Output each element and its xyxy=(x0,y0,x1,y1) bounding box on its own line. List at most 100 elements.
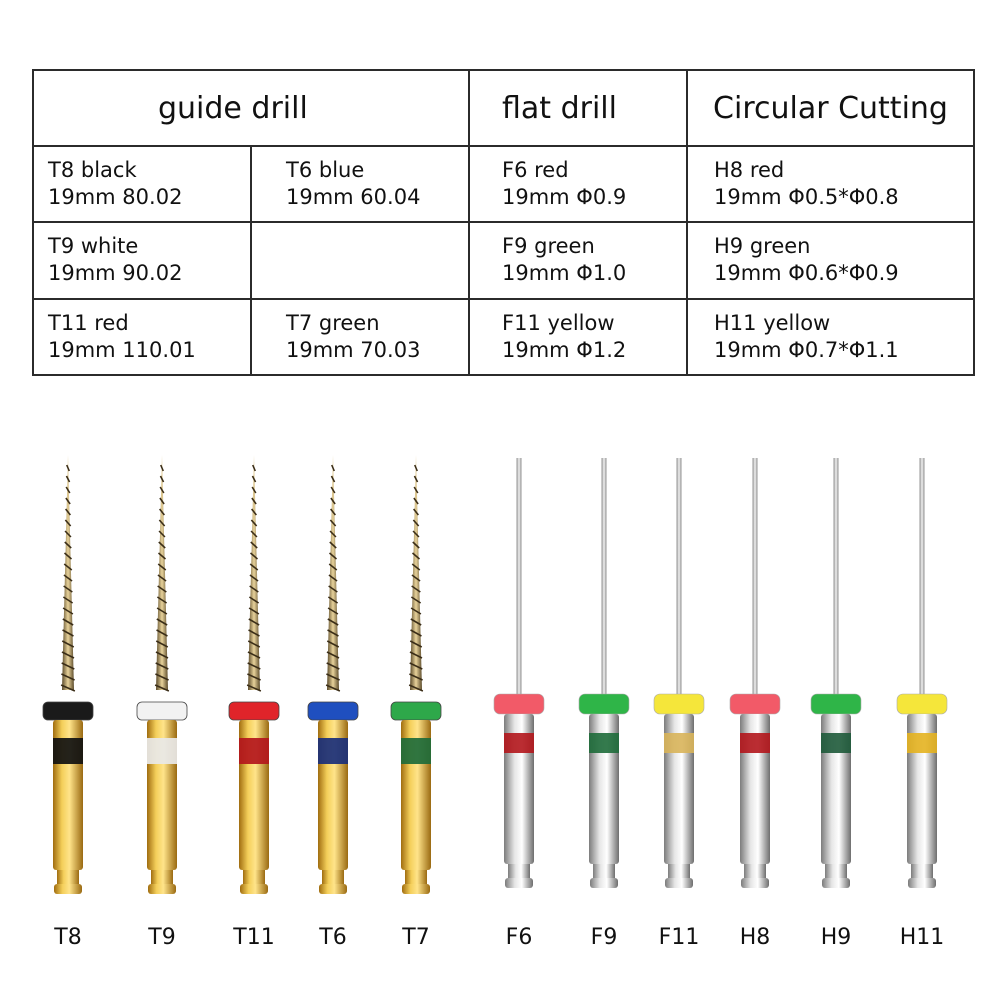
flute-line xyxy=(158,530,166,538)
flute-line xyxy=(414,464,418,472)
cell-name: T6 blue xyxy=(286,158,365,183)
drill-h11: H11 xyxy=(896,458,948,950)
color-ring xyxy=(42,701,94,721)
shank-notch xyxy=(57,870,79,884)
drill-label: F9 xyxy=(591,925,618,950)
shank-notch xyxy=(405,870,427,884)
flute-line xyxy=(64,519,72,527)
flute-line xyxy=(66,464,70,472)
cell-spec: 19mm Φ1.2 xyxy=(502,337,627,362)
shank-end xyxy=(505,878,533,888)
color-band xyxy=(740,733,770,753)
shank-notch xyxy=(151,870,173,884)
flute-line xyxy=(330,486,336,494)
drill-t11: T11 xyxy=(228,455,280,950)
cell-spec: 19mm 60.04 xyxy=(286,185,421,210)
flute-line xyxy=(247,662,261,670)
flute-line xyxy=(408,684,424,692)
drill-label: H9 xyxy=(821,925,852,950)
flute-line xyxy=(328,552,338,560)
color-ring xyxy=(390,701,442,721)
cell-name: T7 green xyxy=(286,310,380,335)
color-band xyxy=(318,738,348,764)
flute-line xyxy=(65,497,71,505)
flute-line xyxy=(250,530,258,538)
cell-spec: 19mm Φ0.7*Φ1.1 xyxy=(714,337,899,362)
drill-needle xyxy=(752,458,758,694)
cell-name: H8 red xyxy=(714,158,785,183)
flute-line xyxy=(251,475,257,483)
drill-label: T9 xyxy=(147,925,175,950)
flute-line xyxy=(412,508,420,516)
shank-end xyxy=(54,884,82,894)
flute-line xyxy=(410,629,422,637)
shank-end xyxy=(741,878,769,888)
color-ring xyxy=(307,701,359,721)
flute-line xyxy=(413,497,419,505)
header-flat-drill: flat drill xyxy=(468,69,688,147)
flute-line xyxy=(62,618,74,626)
flute-line xyxy=(251,486,257,494)
color-band xyxy=(589,733,619,753)
flute-line xyxy=(65,475,71,483)
cell-name: F6 red xyxy=(502,158,569,183)
flute-line xyxy=(329,530,337,538)
flute-line xyxy=(246,684,262,692)
drill-label: T11 xyxy=(232,925,274,950)
drill-needle xyxy=(833,458,839,694)
cell-name: T8 black xyxy=(48,158,137,183)
shank-end xyxy=(822,878,850,888)
flute-line xyxy=(409,651,423,659)
flute-line xyxy=(156,618,168,626)
color-ring xyxy=(578,693,630,715)
flute-line xyxy=(250,541,258,549)
cell-spec: 19mm 110.01 xyxy=(48,337,196,362)
flute-line xyxy=(247,640,261,648)
drill-needle xyxy=(516,458,522,694)
flute-line xyxy=(248,618,260,626)
flute-line xyxy=(327,596,339,604)
flute-line xyxy=(251,497,257,505)
flute-line xyxy=(409,662,423,670)
flute-line xyxy=(157,574,167,582)
flute-line xyxy=(252,464,256,472)
flute-line xyxy=(250,508,258,516)
shank-notch xyxy=(593,864,615,878)
flute-line xyxy=(411,585,421,593)
shank-notch xyxy=(744,864,766,878)
flute-line xyxy=(64,530,72,538)
shank-end xyxy=(148,884,176,894)
drill-f11: F11 xyxy=(653,458,705,950)
drill-needle xyxy=(601,458,607,694)
flute-line xyxy=(61,640,75,648)
drill-f6: F6 xyxy=(493,458,545,950)
drill-label: H8 xyxy=(740,925,771,950)
flute-line xyxy=(155,662,169,670)
cell-name: H11 yellow xyxy=(714,310,831,335)
color-ring xyxy=(729,693,781,715)
flute-line xyxy=(327,618,339,626)
drill-label: F6 xyxy=(506,925,533,950)
table-header-row: guide drill flat drill Circular Cutting xyxy=(32,69,975,147)
shank-notch xyxy=(508,864,530,878)
flute-line xyxy=(326,640,340,648)
drill-h8: H8 xyxy=(729,458,781,950)
flute-line xyxy=(250,519,258,527)
flute-line xyxy=(156,607,168,615)
color-band xyxy=(821,733,851,753)
flute-line xyxy=(60,684,76,692)
drill-f9: F9 xyxy=(578,458,630,950)
drill-label: H11 xyxy=(900,925,945,950)
flute-line xyxy=(157,563,167,571)
flute-line xyxy=(159,475,165,483)
color-ring xyxy=(228,701,280,721)
